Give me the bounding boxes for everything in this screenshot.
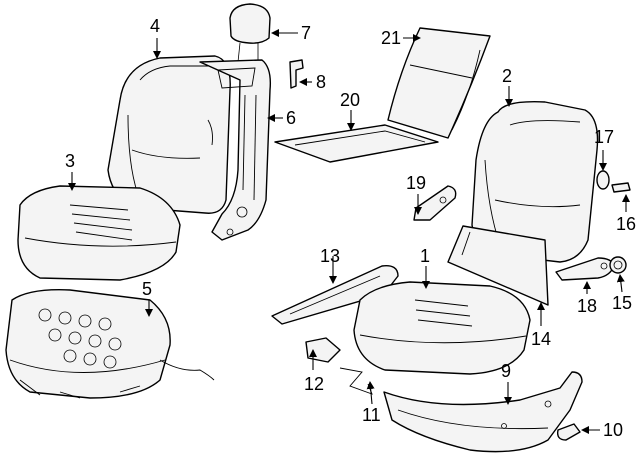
callout-6: 6: [286, 108, 297, 128]
leader-15: [616, 274, 625, 293]
callout-18: 18: [577, 296, 598, 316]
part-12-cover: [305, 337, 341, 363]
part-8-clip: [289, 59, 304, 89]
callout-8: 8: [316, 72, 327, 92]
callout-3: 3: [65, 151, 76, 171]
part-10-cap: [556, 423, 581, 441]
callout-9: 9: [501, 361, 512, 381]
part-3-cushion-cover: [17, 185, 181, 281]
callout-16: 16: [616, 214, 637, 234]
part-20-cushion-pad: [274, 124, 439, 163]
callout-17: 17: [594, 127, 615, 147]
part-14-trim-panel: [447, 225, 549, 306]
part-21-back-pad: [387, 27, 491, 139]
part-9-side-panel: [383, 371, 583, 453]
callout-5: 5: [142, 279, 153, 299]
callout-13: 13: [320, 246, 341, 266]
part-5-cushion-frame: [5, 289, 215, 399]
leader-lines: [68, 29, 630, 434]
part-6-seatback-frame: [199, 59, 272, 241]
callout-12: 12: [304, 374, 325, 394]
leader-11: [366, 381, 375, 405]
callout-7: 7: [301, 23, 312, 43]
part-17-cap: [596, 170, 610, 190]
callout-11: 11: [362, 405, 381, 425]
part-1-cushion-cover: [353, 281, 531, 375]
part-16-clip: [611, 182, 631, 193]
callout-19: 19: [406, 173, 427, 193]
part-7-headrest: [229, 3, 271, 63]
callout-2: 2: [502, 66, 513, 86]
callout-14: 14: [531, 329, 552, 349]
part-11-wire: [339, 367, 373, 395]
callout-21: 21: [381, 28, 402, 48]
part-19-bracket: [413, 185, 457, 221]
callout-15: 15: [612, 293, 633, 313]
callout-4: 4: [150, 16, 161, 36]
callout-20: 20: [340, 90, 361, 110]
callout-1: 1: [420, 246, 431, 266]
part-2-seatback-cover: [471, 101, 599, 263]
part-15-knob: [609, 256, 627, 274]
callout-10: 10: [603, 420, 624, 440]
